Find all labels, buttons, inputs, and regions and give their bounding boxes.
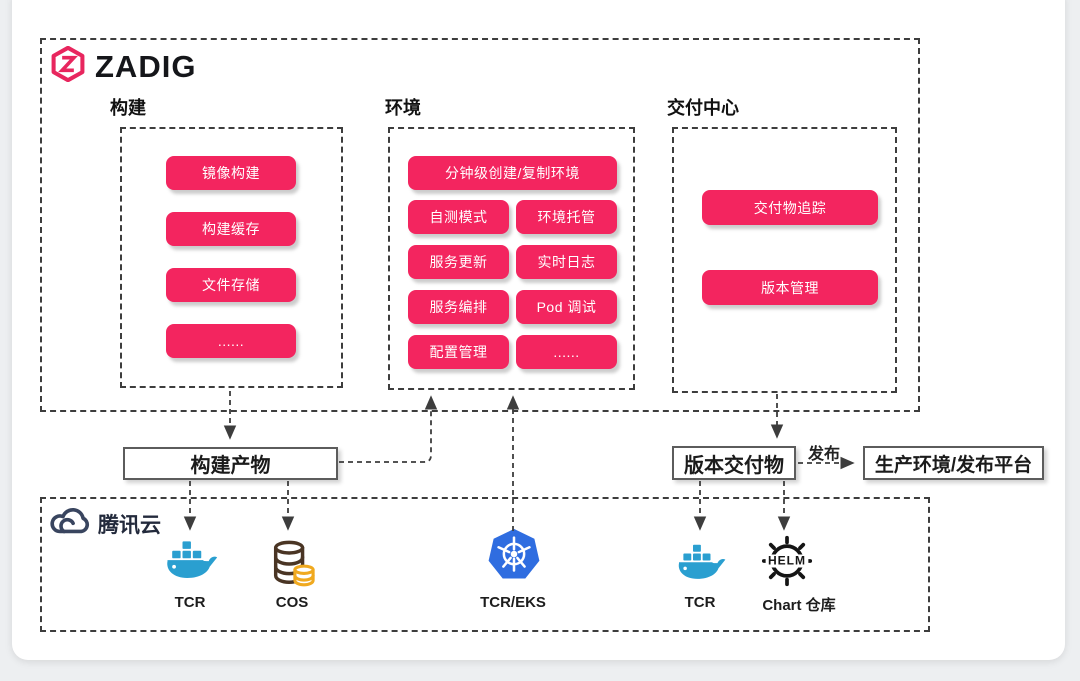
tencent-cloud-box	[40, 497, 930, 632]
zadig-logo-icon	[50, 45, 86, 87]
env-feature-button[interactable]: 配置管理	[408, 335, 509, 369]
kubernetes-icon	[485, 527, 543, 588]
env-feature-button[interactable]: ......	[516, 335, 617, 369]
zadig-logo: ZADIG	[50, 45, 197, 87]
cloud-service-label: COS	[275, 594, 309, 611]
tencent-cloud-logo: 腾讯云	[48, 506, 161, 541]
tencent-cloud-icon	[48, 506, 90, 541]
build-box	[120, 127, 343, 388]
env-feature-button[interactable]: 服务更新	[408, 245, 509, 279]
cloud-service-label: Chart 仓库	[762, 597, 836, 614]
section-title-delivery: 交付中心	[667, 98, 739, 118]
env-feature-button[interactable]: 实时日志	[516, 245, 617, 279]
environment-box	[388, 127, 635, 390]
env-feature-button[interactable]: 服务编排	[408, 290, 509, 324]
cloud-service-label: TCR	[684, 594, 716, 611]
svg-text:HELM: HELM	[768, 554, 806, 568]
docker-icon	[672, 542, 728, 591]
delivery-box	[672, 127, 897, 393]
env-feature-button-wide[interactable]: 分钟级创建/复制环境	[408, 156, 617, 190]
zadig-logo-text: ZADIG	[95, 48, 197, 84]
build-feature-button[interactable]: 文件存储	[166, 268, 296, 302]
env-feature-button[interactable]: 环境托管	[516, 200, 617, 234]
build-feature-button[interactable]: 构建缓存	[166, 212, 296, 246]
release-arrow-label: 发布	[808, 446, 841, 463]
section-title-build: 构建	[110, 98, 146, 118]
cloud-service-label: TCR/EKS	[480, 594, 546, 611]
env-feature-button[interactable]: 自测模式	[408, 200, 509, 234]
build-artifact-node[interactable]: 构建产物	[123, 447, 338, 480]
helm-icon: HELM	[761, 535, 813, 592]
build-feature-button[interactable]: 镜像构建	[166, 156, 296, 190]
build-feature-button[interactable]: ......	[166, 324, 296, 358]
section-title-environment: 环境	[385, 98, 421, 118]
cloud-service-label: TCR	[174, 594, 206, 611]
docker-icon	[160, 538, 220, 591]
env-feature-button[interactable]: Pod 调试	[516, 290, 617, 324]
production-platform-node[interactable]: 生产环境/发布平台	[863, 446, 1044, 480]
cos-icon	[268, 539, 316, 594]
delivery-feature-button[interactable]: 交付物追踪	[702, 190, 878, 225]
delivery-feature-button[interactable]: 版本管理	[702, 270, 878, 305]
zadig-platform-box	[40, 38, 920, 412]
tencent-cloud-title: 腾讯云	[98, 513, 161, 537]
release-artifact-node[interactable]: 版本交付物	[672, 446, 796, 480]
